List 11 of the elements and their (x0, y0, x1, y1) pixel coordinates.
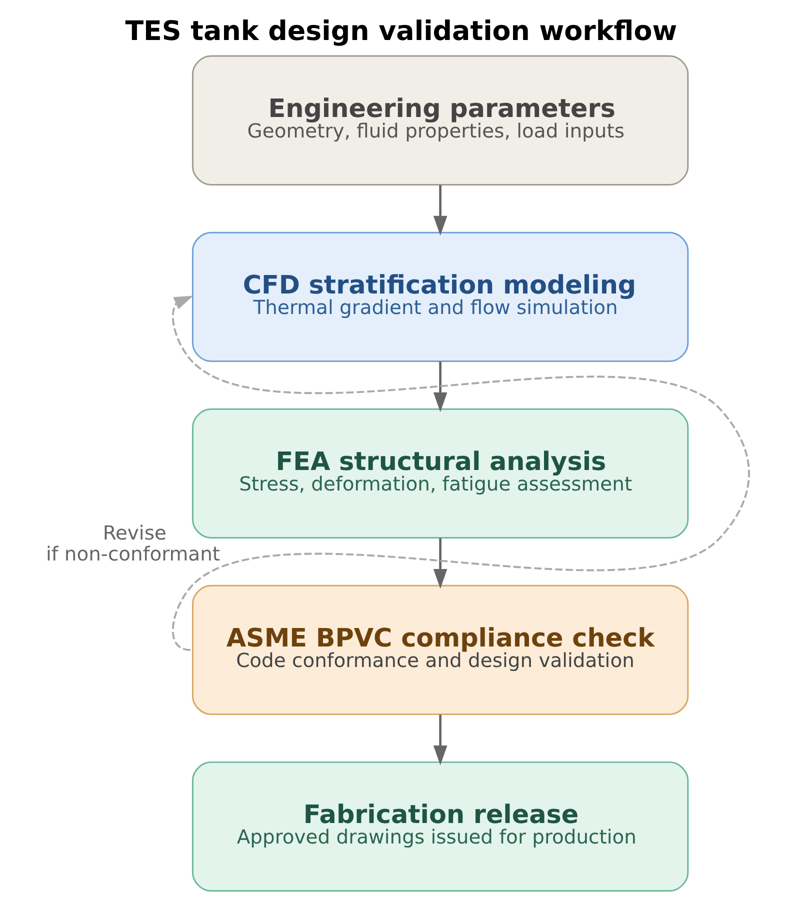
node-box: FEA structural analysis Stress, deformation, fatigue assessment (192, 408, 689, 539)
node-box: ASME BPVC compliance check Code conformance and design validation (192, 584, 689, 716)
diagram-title: TES tank design validation workflow (125, 16, 678, 48)
arrow (433, 714, 448, 766)
arrow (433, 538, 448, 589)
arrow (433, 362, 448, 412)
node-box: Engineering parameters Geometry, fluid properties, load inputs (192, 55, 689, 186)
arrow (433, 185, 448, 236)
node-box: CFD stratification modeling Thermal gradient and flow simulation (192, 232, 689, 362)
node-box: Fabrication release Approved drawings issued for production (192, 761, 689, 892)
arrow (172, 296, 750, 651)
